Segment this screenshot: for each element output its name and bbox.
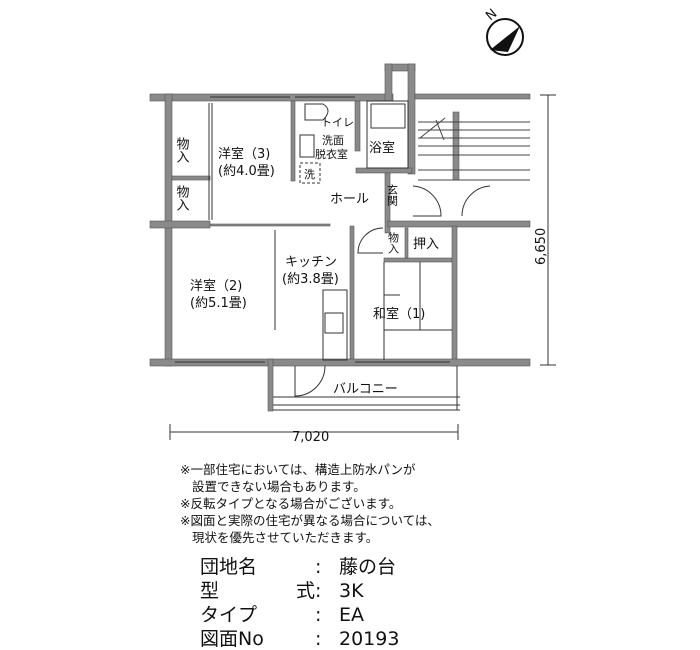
storage-label-1: 物入	[174, 137, 190, 163]
type-label: タイプ	[200, 604, 258, 626]
western-room-3-label: 洋室（3)	[218, 146, 270, 162]
entrance-label: 玄関	[386, 183, 399, 206]
note-line: ※一部住宅においては、構造上防水パンが	[180, 462, 416, 477]
note-line: 現状を優先させていただきます。	[192, 530, 379, 545]
drawing-label: 図面No	[200, 628, 264, 650]
washroom-label-2: 脱衣室	[315, 147, 348, 161]
compass-icon: N	[483, 6, 524, 56]
separator: :	[315, 556, 322, 578]
storage-label-3: 物入	[387, 231, 400, 254]
model-label-1: 型	[200, 580, 220, 602]
separator: :	[315, 604, 322, 626]
western-room-3-size: (約4.0畳)	[218, 164, 275, 179]
storage-label-2: 物入	[174, 185, 190, 211]
hall-label: ホール	[330, 192, 369, 207]
width-dimension: 7,020	[292, 430, 329, 445]
bath-label: 浴室	[369, 140, 395, 156]
estate-label: 団地名	[200, 556, 258, 578]
japanese-room-1-label: 和室（1)	[373, 306, 425, 322]
note-line: ※図面と実際の住宅が異なる場合については、	[180, 513, 440, 528]
property-info: 団地名:藤の台 型式:3K タイプ:EA 図面No:20193	[200, 555, 399, 650]
depth-dimension: 6,650	[534, 228, 549, 265]
kitchen-label: キッチン	[285, 255, 337, 270]
toilet-label: トイレ	[321, 116, 354, 129]
note-line: 設置できない場合もあります。	[192, 479, 366, 494]
balcony-label: バルコニー	[333, 382, 398, 397]
kitchen-size: (約3.8畳)	[282, 272, 339, 287]
estate-value: 藤の台	[339, 556, 397, 578]
drawing-value: 20193	[339, 628, 400, 650]
washroom-label-1: 洗面	[322, 134, 344, 147]
western-room-2-size: (約5.1畳)	[190, 296, 247, 311]
model-label-2: 式	[295, 580, 315, 602]
type-value: EA	[339, 604, 365, 626]
note-line: ※反転タイプとなる場合がございます。	[180, 496, 402, 511]
fixtures	[169, 94, 556, 440]
model-value: 3K	[339, 580, 364, 602]
washer-label: 洗	[304, 168, 315, 181]
separator: :	[315, 628, 322, 650]
notes: ※一部住宅においては、構造上防水パンが 設置できない場合もあります。 ※反転タイ…	[180, 461, 440, 546]
western-room-2-label: 洋室（2)	[190, 278, 242, 294]
closet-label: 押入	[413, 237, 439, 252]
separator: :	[315, 580, 322, 602]
